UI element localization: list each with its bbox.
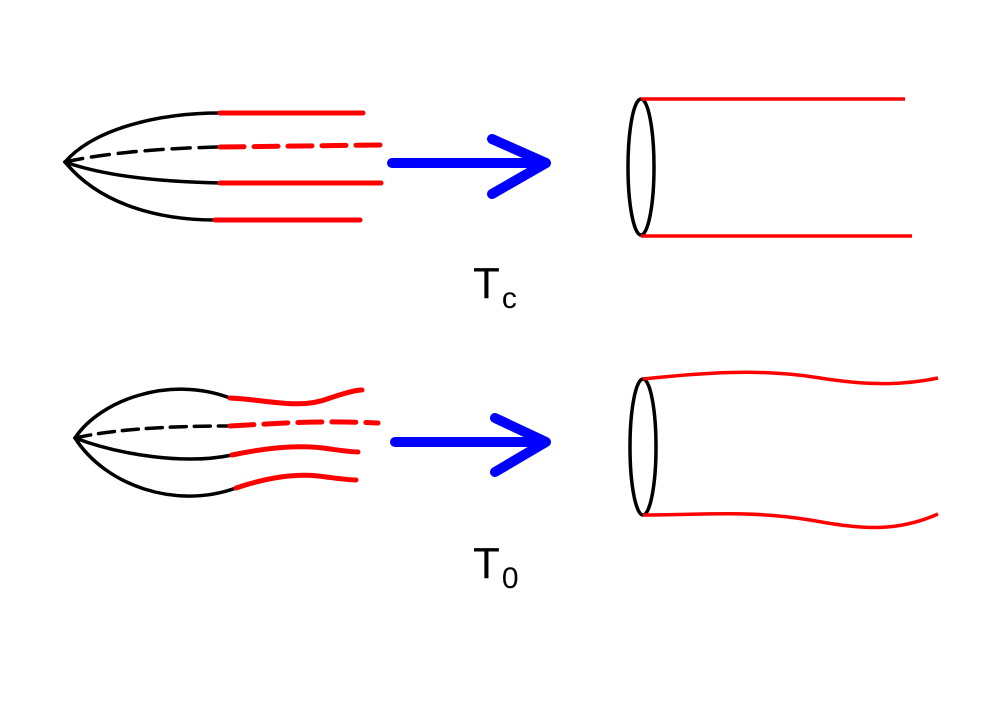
- top-strand-2-black-dashed: [63, 145, 222, 164]
- bottom-strand-1-black: [73, 387, 232, 440]
- bottom-strand-3-black: [73, 436, 234, 461]
- top-arrow-head: [487, 134, 551, 199]
- bottom-strand-1-red: [227, 387, 365, 407]
- bottom-strand-3-red: [229, 444, 361, 458]
- bottom-tube-upper-edge: [642, 370, 939, 386]
- bottom-panel: T0: [73, 370, 939, 595]
- bottom-strand-2-black-dashed: [73, 424, 232, 440]
- bottom-arrow-head: [490, 413, 551, 477]
- top-bundle: [63, 110, 384, 223]
- top-tube: [626, 97, 912, 238]
- bottom-arrow: [390, 413, 551, 477]
- top-arrow: [387, 134, 551, 199]
- bottom-tube-end-ellipse: [628, 377, 658, 517]
- bottom-tube-lower-edge: [642, 512, 939, 530]
- top-panel: Tc: [63, 97, 912, 315]
- top-strand-2-red-dashed: [217, 142, 383, 150]
- bottom-strand-4-red: [233, 472, 359, 491]
- bottom-bundle: [73, 387, 381, 498]
- top-strand-1-black: [63, 111, 222, 164]
- top-tube-end-ellipse: [626, 97, 656, 237]
- top-strand-4-black: [63, 160, 217, 222]
- bottom-strand-4-black: [73, 436, 238, 498]
- top-label: Tc: [473, 259, 517, 315]
- top-strand-3-black: [63, 160, 222, 185]
- bottom-tube: [628, 370, 939, 530]
- bottom-strand-2-red-dashed: [227, 419, 381, 429]
- bottom-label: T0: [473, 539, 519, 595]
